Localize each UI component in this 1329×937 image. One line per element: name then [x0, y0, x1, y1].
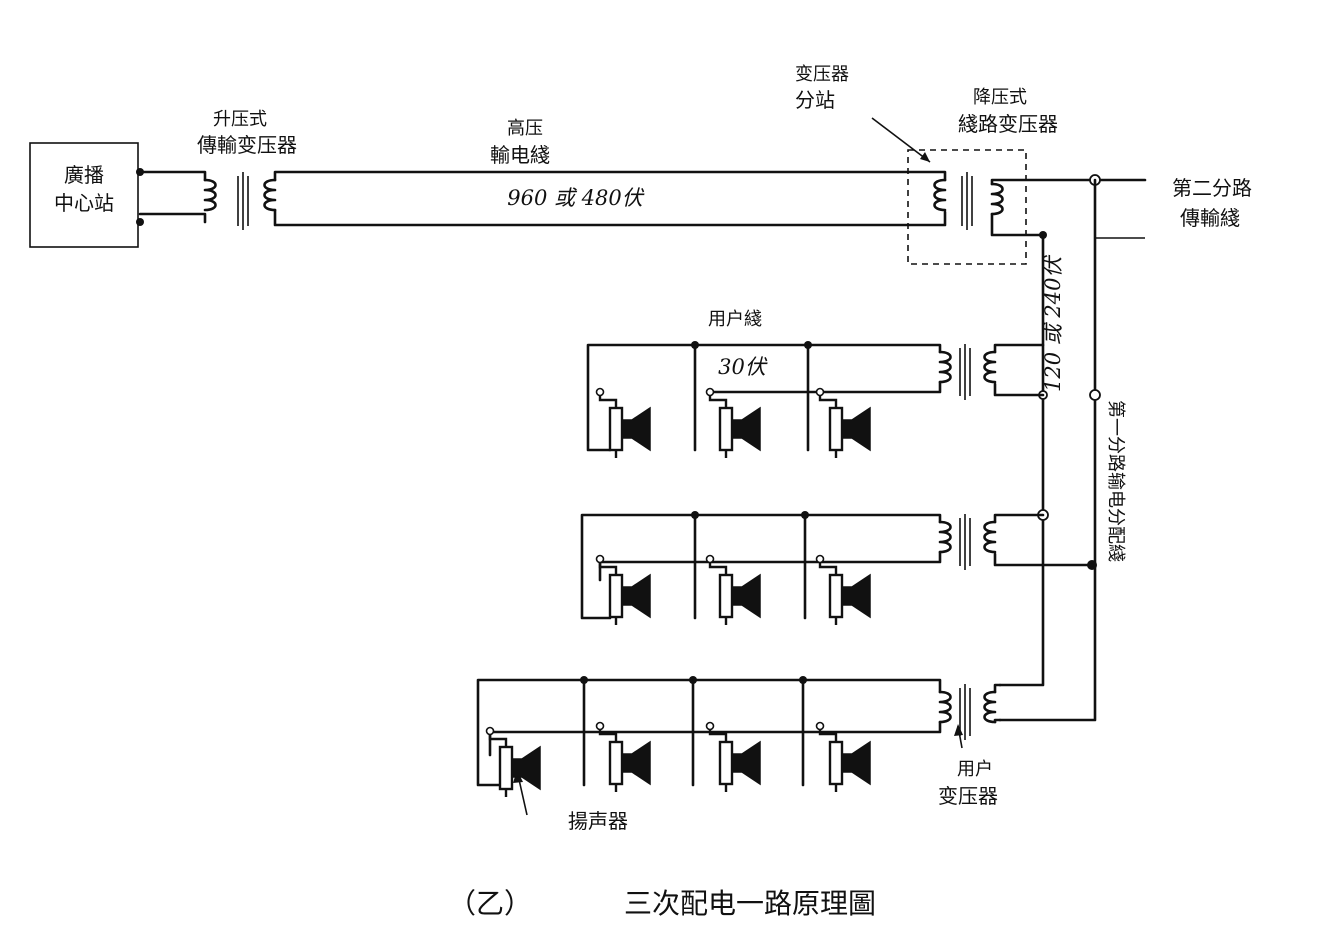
step-up-transformer: 升压式 傳輸变压器 — [138, 109, 297, 230]
speaker-label: 揚声器 — [568, 809, 628, 833]
broadcast-center-label-1: 廣播 — [64, 163, 104, 187]
second-branch-label-2: 傳輸綫 — [1180, 206, 1240, 230]
figure-tag: （乙） — [448, 887, 532, 920]
speaker-icon — [705, 721, 761, 792]
user-group-3: 用户 变压器 揚声器 — [476, 676, 1002, 833]
user-voltage-label: 30伏 — [718, 355, 768, 379]
step-down-label-1: 降压式 — [973, 87, 1027, 108]
substation: 变压器 分站 降压式 綫路变压器 — [795, 64, 1097, 265]
user-transformer-label-2: 变压器 — [938, 784, 998, 808]
speaker-icon — [485, 726, 541, 797]
substation-label-2: 分站 — [795, 88, 835, 112]
second-branch-line: 第二分路 傳輸綫 — [1089, 174, 1252, 239]
step-down-label-2: 綫路变压器 — [958, 112, 1058, 136]
hv-transmission-line: 高压 輸电綫 960 或 480伏 — [273, 118, 947, 227]
speaker-icon — [595, 387, 651, 458]
speaker-icon — [595, 721, 651, 792]
substation-label-1: 变压器 — [795, 64, 849, 85]
step-up-label-2: 傳輸变压器 — [197, 133, 297, 157]
speaker-icon — [815, 554, 871, 625]
speakers — [485, 387, 871, 797]
hv-line-label-1: 高压 — [507, 118, 543, 139]
user-line-label: 用户綫 — [708, 309, 762, 330]
hv-voltage-label: 960 或 480伏 — [507, 186, 645, 210]
speaker-icon — [815, 721, 871, 792]
first-branch-distribution-line: 120 或 240伏 第一分路输电分配綫 — [998, 178, 1126, 722]
user-group-1: 用户綫 30伏 — [586, 309, 1045, 452]
user-group-2 — [580, 511, 1094, 620]
hv-line-label-2: 輸电綫 — [490, 143, 550, 167]
user-transformer-label-1: 用户 — [957, 759, 993, 780]
step-up-label-1: 升压式 — [213, 109, 267, 130]
speaker-icon — [595, 554, 651, 625]
broadcast-center-label-2: 中心站 — [54, 191, 114, 215]
first-branch-label: 第一分路输电分配綫 — [1105, 400, 1126, 562]
branch-voltage-label: 120 或 240伏 — [1041, 254, 1065, 392]
speaker-icon — [705, 554, 761, 625]
speaker-icon — [705, 387, 761, 458]
figure-title: 三次配电一路原理圖 — [624, 887, 876, 920]
speaker-icon — [815, 387, 871, 458]
broadcast-center: 廣播 中心站 — [29, 142, 144, 248]
second-branch-label-1: 第二分路 — [1172, 176, 1252, 200]
